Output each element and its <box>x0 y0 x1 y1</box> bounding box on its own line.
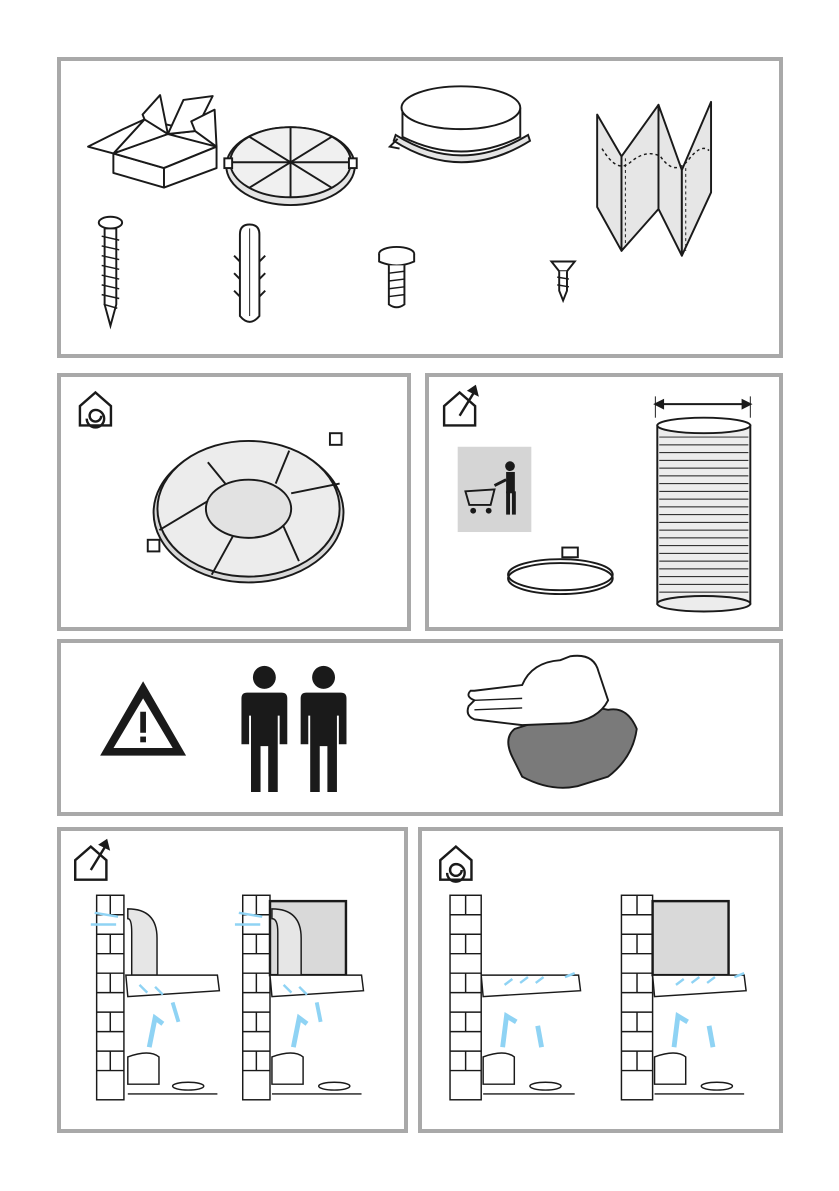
wall-plug-icon <box>234 225 265 322</box>
carbon-filter-disc-icon <box>224 127 356 205</box>
extraction-mode-panel <box>57 827 408 1133</box>
extraction-mode-illustration <box>61 831 404 1129</box>
two-persons-icon <box>241 666 346 792</box>
recirculation-filter-panel <box>57 373 411 631</box>
cardboard-box-icon <box>88 95 216 187</box>
small-screw-icon <box>551 262 574 301</box>
flexible-duct-icon <box>655 396 750 611</box>
grease-filter-icon <box>597 102 711 256</box>
safety-panel <box>57 639 783 816</box>
bolt-screw-icon <box>379 247 414 307</box>
recirculation-mode-panel <box>418 827 783 1133</box>
extraction-variant-b <box>235 895 364 1100</box>
long-screw-icon <box>99 217 122 326</box>
accessories-panel <box>57 57 783 358</box>
carbon-filter-icon <box>148 433 344 582</box>
recirculation-filter-illustration <box>61 377 407 627</box>
accessories-illustration <box>61 61 779 354</box>
round-collar-icon <box>390 86 530 162</box>
recirculation-icon <box>440 847 471 882</box>
recirculation-variant-b <box>621 895 746 1100</box>
protective-gloves-icon <box>468 656 637 788</box>
recirculation-variant-a <box>450 895 580 1100</box>
hose-clamp-icon <box>508 548 613 595</box>
extraction-icon <box>75 841 108 880</box>
safety-illustration <box>61 643 779 812</box>
extraction-variant-a <box>91 895 220 1100</box>
recirculation-icon <box>80 393 111 428</box>
extraction-kit-panel <box>425 373 783 631</box>
extraction-kit-illustration <box>429 377 779 627</box>
shopping-trolley-person-icon <box>458 447 532 532</box>
extraction-icon <box>444 387 477 426</box>
recirculation-mode-illustration <box>422 831 779 1129</box>
warning-triangle-icon <box>100 681 186 755</box>
